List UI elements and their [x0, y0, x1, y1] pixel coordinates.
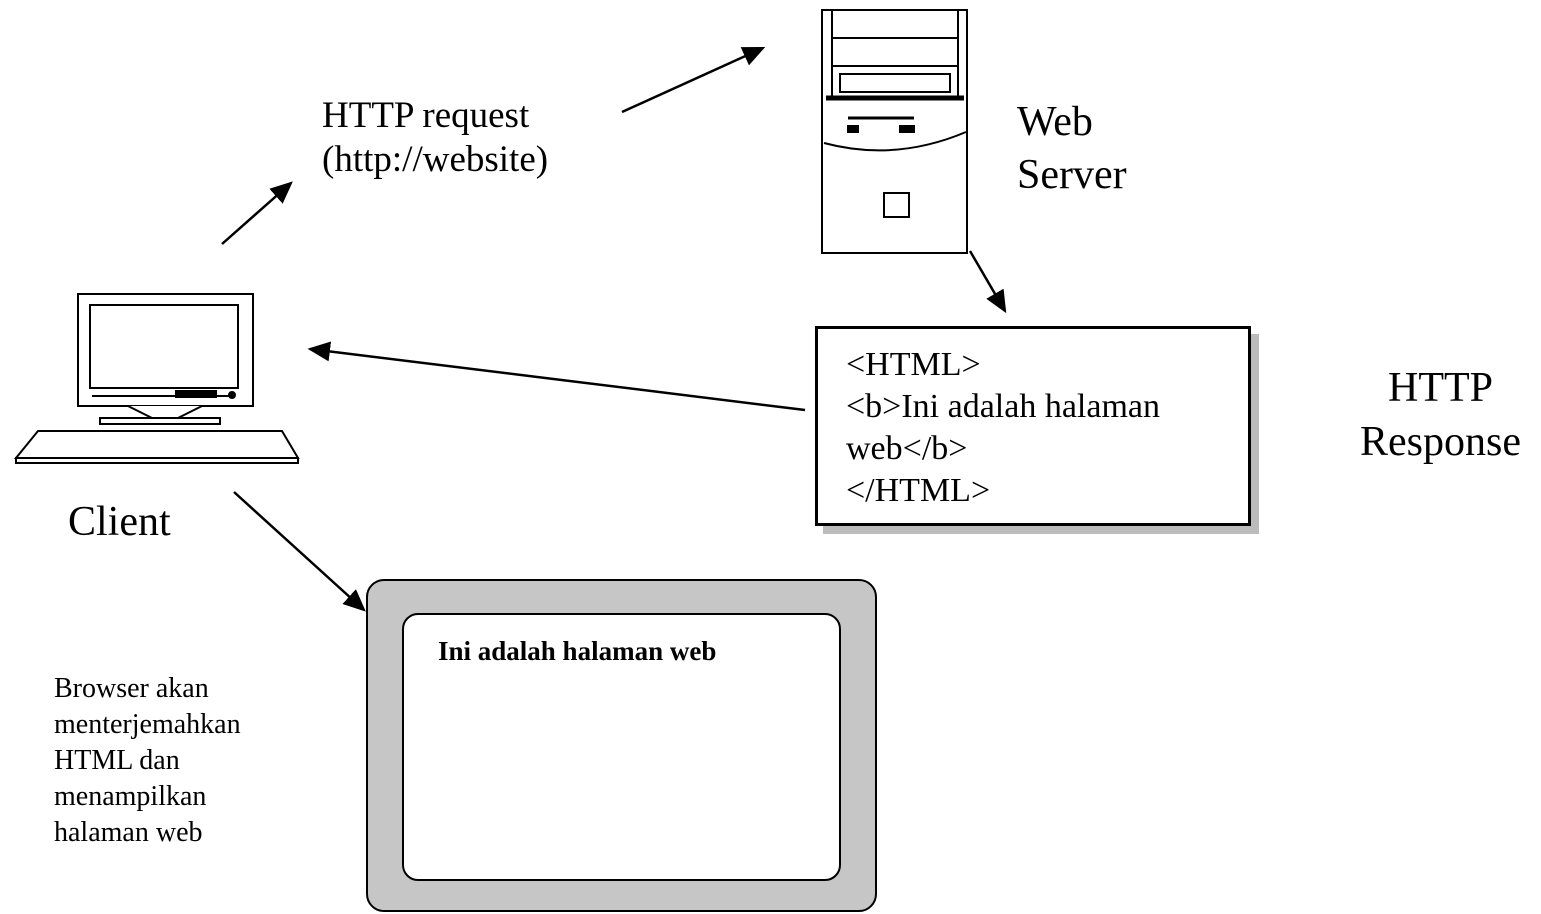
html-code-line3: web</b>: [846, 430, 968, 468]
arrow-client-to-request: [221, 181, 293, 245]
arrow-server-to-html: [968, 250, 1007, 314]
web-server-label: Web Server: [1017, 96, 1127, 201]
http-response-line2: Response: [1360, 418, 1521, 465]
http-request-line1: HTTP request: [322, 95, 530, 136]
browser-viewport: [402, 613, 841, 881]
client-label: Client: [68, 499, 171, 545]
html-code-line4: </HTML>: [846, 472, 991, 510]
http-request-line2: (http://website): [322, 138, 549, 180]
html-code: <HTML> <b>Ini adalah halaman web</b> </H…: [846, 344, 1160, 513]
browser-note-line5: halaman web: [54, 817, 203, 849]
browser-note-line3: HTML dan: [54, 745, 180, 777]
web-server-tower-icon: [821, 9, 968, 254]
browser-note-line4: menampilkan: [54, 781, 207, 813]
html-response-box: [815, 326, 1251, 526]
browser-note: Browser akan menterjemahkan HTML dan men…: [54, 671, 241, 852]
html-code-line1: <HTML>: [846, 346, 981, 383]
client-computer-icon: [13, 293, 300, 464]
arrow-response-to-client: [307, 341, 806, 412]
web-server-line1: Web: [1017, 99, 1093, 145]
browser-note-line2: menterjemahkan: [54, 709, 241, 741]
http-response-label: HTTP Response: [1348, 362, 1533, 470]
http-request-label: HTTP request (http://website): [322, 94, 548, 181]
browser-note-line1: Browser akan: [54, 673, 209, 704]
arrow-client-to-browser: [233, 491, 366, 612]
arrow-request-to-server: [621, 46, 766, 114]
web-server-line2: Server: [1017, 151, 1127, 198]
browser-rendered-text: Ini adalah halaman web: [438, 636, 717, 666]
html-code-line2: <b>Ini adalah halaman: [846, 388, 1161, 426]
http-response-line1: HTTP: [1388, 365, 1493, 411]
